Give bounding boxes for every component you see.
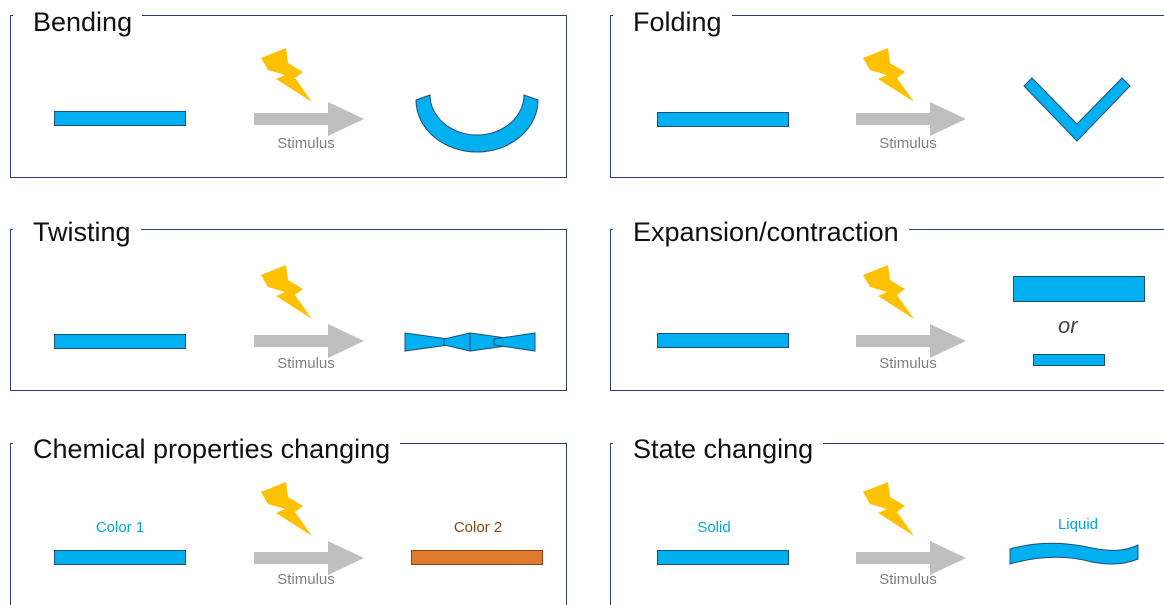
stimulus-arrow — [856, 102, 966, 136]
panel-bending — [10, 15, 567, 178]
lightning-bolt-icon — [863, 265, 914, 319]
panel-title-chemical-properties: Chemical properties changing — [13, 434, 401, 464]
strip-before-twisting — [54, 334, 186, 349]
panel-folding — [610, 15, 1164, 178]
strip-after-folded-v — [1023, 77, 1131, 142]
strip-after-liquid-wave — [1009, 542, 1139, 565]
stimulus-label: Stimulus — [879, 571, 937, 588]
stimulus-arrow — [254, 102, 364, 136]
stimulus-arrow — [856, 324, 966, 358]
strip-after-expanded — [1013, 276, 1145, 302]
before-state-label: Color 1 — [95, 519, 145, 536]
strip-after-contracted — [1033, 354, 1105, 366]
before-state-label: Solid — [697, 519, 731, 536]
strip-before-solid — [657, 550, 789, 565]
lightning-bolt-icon — [863, 482, 914, 536]
strip-before-chemical — [54, 550, 186, 565]
stimulus-label: Stimulus — [277, 135, 335, 152]
strip-before-bending — [54, 111, 186, 126]
stimulus-label: Stimulus — [277, 355, 335, 372]
panel-title-folding: Folding — [613, 7, 732, 37]
strip-after-twisted — [404, 332, 536, 352]
panel-title-twisting: Twisting — [13, 217, 141, 247]
after-state-label: Liquid — [1057, 516, 1099, 533]
stimulus-arrow — [254, 324, 364, 358]
stimulus-label: Stimulus — [277, 571, 335, 588]
stimulus-label: Stimulus — [879, 355, 937, 372]
stimulus-label: Stimulus — [879, 135, 937, 152]
strip-before-expansion — [657, 333, 789, 348]
panel-title-state-changing: State changing — [613, 434, 824, 464]
panel-twisting — [10, 229, 567, 391]
lightning-bolt-icon — [261, 48, 312, 102]
lightning-bolt-icon — [261, 482, 312, 536]
lightning-bolt-icon — [261, 265, 312, 319]
panel-title-expansion-contraction: Expansion/contraction — [613, 217, 909, 247]
strip-after-color-2 — [411, 550, 543, 565]
strip-before-folding — [657, 112, 789, 127]
panel-title-bending: Bending — [13, 7, 143, 37]
panel-state-changing — [610, 443, 1164, 605]
lightning-bolt-icon — [863, 48, 914, 102]
stimulus-arrow — [254, 541, 364, 575]
after-state-label: Color 2 — [453, 519, 503, 536]
strip-after-bent-arc — [415, 94, 539, 153]
or-label: or — [1058, 313, 1078, 338]
stimulus-arrow — [856, 541, 966, 575]
